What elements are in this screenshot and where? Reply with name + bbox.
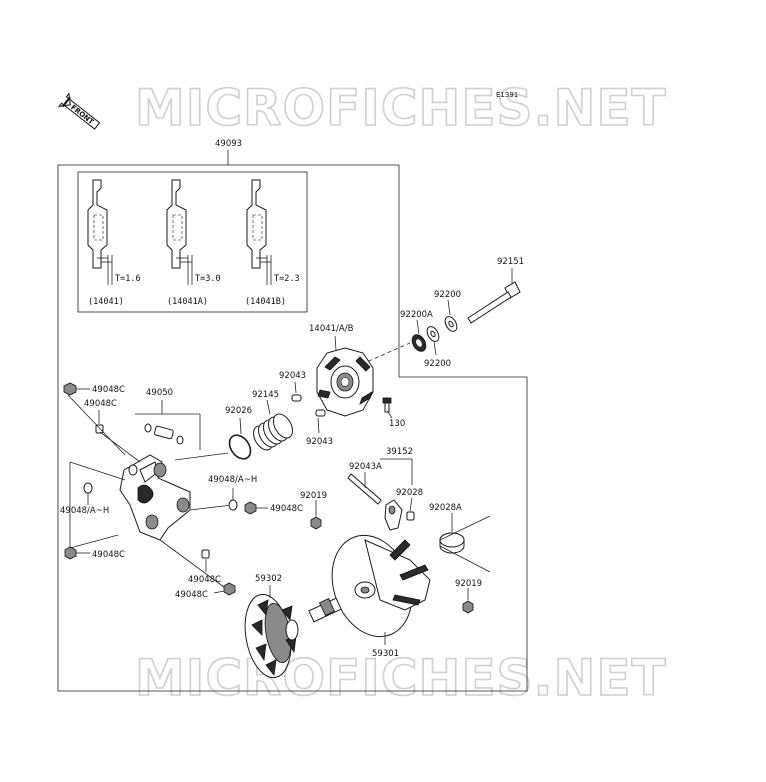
callout-92200-top: 92200 <box>434 290 461 300</box>
weight-14041b-label: (14041B) <box>245 297 286 307</box>
nut-49048c-3 <box>244 501 257 515</box>
callout-14041ab: 14041/A/B <box>309 324 354 334</box>
callout-92026: 92026 <box>225 406 252 416</box>
nut-49048c-4 <box>64 546 77 560</box>
bushing-92028 <box>406 511 415 521</box>
assembly-frame <box>57 164 528 692</box>
callout-92019-2: 92019 <box>455 579 482 589</box>
nut-49048c-1 <box>63 382 77 396</box>
nut-92019-2 <box>462 600 474 614</box>
oring-92026 <box>228 434 252 460</box>
weight-14041a-label: (14041A) <box>167 297 208 307</box>
callout-49048c-4: 49048C <box>92 550 125 560</box>
callout-92200-bottom: 92200 <box>424 359 451 369</box>
callout-49048c-3: 49048C <box>270 504 303 514</box>
weight-14041 <box>87 179 113 285</box>
nut-49048c-6 <box>223 582 236 596</box>
movable-sheave-59301 <box>331 534 431 638</box>
callout-92028: 92028 <box>396 488 423 498</box>
callout-92151: 92151 <box>497 257 524 267</box>
watermark-bottom: MICROFICHES.NET <box>135 649 667 707</box>
callout-49093: 49093 <box>215 139 242 149</box>
callout-130: 130 <box>389 419 405 429</box>
front-arrow-icon: FRONT <box>57 92 101 130</box>
pin-49048-right <box>228 499 238 511</box>
spring-92145 <box>253 413 293 451</box>
weight-14041-label: (14041) <box>88 297 124 307</box>
fixed-sheave-59302 <box>244 593 342 679</box>
callout-39152: 39152 <box>386 447 413 457</box>
roller-arm-39152 <box>384 499 403 531</box>
watermark-top: MICROFICHES.NET <box>135 79 667 137</box>
callout-92145: 92145 <box>252 390 279 400</box>
nut-92019-1 <box>310 516 322 530</box>
callout-92019-1: 92019 <box>300 491 327 501</box>
pin-49048c-5 <box>201 549 210 559</box>
callout-92043-top: 92043 <box>279 371 306 381</box>
weight-14041a <box>166 179 193 285</box>
bolt-130 <box>382 397 392 413</box>
callout-59302: 59302 <box>255 574 282 584</box>
weight-14041b <box>246 179 272 285</box>
pin-92043-bottom <box>315 409 326 417</box>
weight-14041-thickness: T=1.6 <box>115 274 141 284</box>
weight-14041b-thickness: T=2.3 <box>274 274 300 284</box>
pin-49048-left <box>83 482 93 494</box>
roller-49050 <box>144 423 184 445</box>
callout-92043a: 92043A <box>349 462 382 472</box>
bushing-92028a <box>439 532 465 554</box>
callout-92043-bottom: 92043 <box>306 437 333 447</box>
weights-box <box>77 171 308 313</box>
pin-92043-top <box>291 394 302 402</box>
weight-14041a-thickness: T=3.0 <box>195 274 221 284</box>
callout-49048c-5: 49048C <box>188 575 221 585</box>
arm-bracket <box>119 454 191 541</box>
shaft-92043a <box>347 473 382 505</box>
callout-49048c-1: 49048C <box>92 385 125 395</box>
callout-49048ah-right: 49048/A~H <box>208 475 257 485</box>
callout-49048c-6: 49048C <box>175 590 208 600</box>
callout-49048ah-left: 49048/A~H <box>60 506 109 516</box>
front-arrow-label: FRONT <box>69 103 95 126</box>
spacer-92200a <box>411 334 427 352</box>
diagram-code: E1391 <box>496 91 518 99</box>
callout-92200a: 92200A <box>400 310 433 320</box>
spider-14041 <box>316 347 374 417</box>
bolt-92151 <box>467 281 521 324</box>
callout-49050: 49050 <box>146 388 173 398</box>
pin-49048c-2 <box>95 424 104 434</box>
callout-59301: 59301 <box>372 649 399 659</box>
callout-92028a: 92028A <box>429 503 462 513</box>
callout-49048c-2: 49048C <box>84 399 117 409</box>
